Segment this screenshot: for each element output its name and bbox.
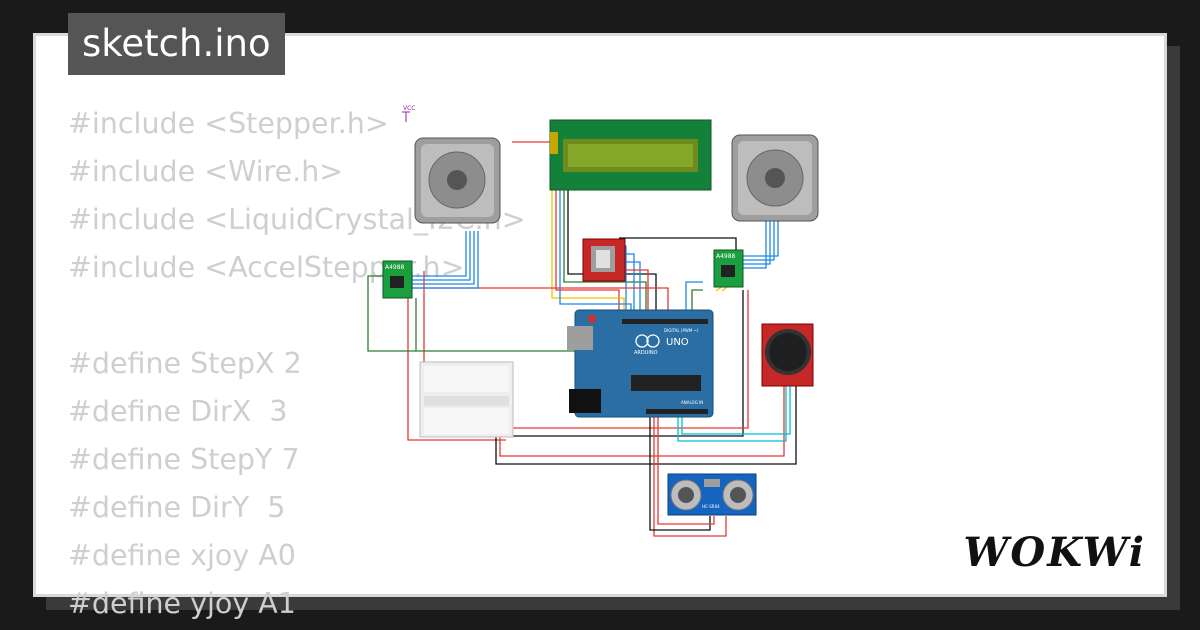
- stepper-motor-left[interactable]: [414, 137, 501, 224]
- lcd-display[interactable]: [549, 119, 712, 191]
- wokwi-logo: WOKWi: [963, 529, 1146, 576]
- circuit-diagram: VCC: [367, 105, 819, 537]
- driver-right[interactable]: A4988: [713, 249, 744, 288]
- ultrasonic-sensor[interactable]: HC-SR04: [667, 473, 757, 516]
- code-line: #define DirY 5: [68, 491, 286, 524]
- code-line: #define StepY 7: [68, 443, 300, 476]
- code-line: #define StepX 2: [68, 347, 302, 380]
- arduino-uno[interactable]: UNO ARDUINO DIGITAL (PWM ~) ANALOG IN: [567, 309, 714, 418]
- code-preview: #include <Stepper.h> #include <Wire.h> #…: [68, 100, 526, 628]
- driver-left-label: A4988: [385, 264, 405, 271]
- stepper-motor-right[interactable]: [731, 134, 819, 222]
- sd-card-module[interactable]: [582, 238, 626, 282]
- arduino-brand-label: ARDUINO: [634, 350, 658, 356]
- vcc-symbol: VCC: [402, 105, 415, 122]
- vcc-label: VCC: [403, 105, 415, 112]
- breadboard[interactable]: [419, 361, 514, 438]
- code-line: #include <Stepper.h>: [68, 107, 389, 140]
- arduino-model-label: UNO: [666, 337, 689, 348]
- driver-right-label: A4988: [716, 253, 736, 260]
- digital-pins-label: DIGITAL (PWM ~): [664, 328, 699, 333]
- file-tab[interactable]: sketch.ino: [68, 13, 285, 75]
- code-line: #define xjoy A0: [68, 539, 296, 572]
- ultrasonic-label: HC-SR04: [702, 504, 720, 509]
- preview-card: #include <Stepper.h> #include <Wire.h> #…: [33, 33, 1167, 620]
- driver-left[interactable]: A4988: [382, 260, 413, 299]
- analog-pins-label: ANALOG IN: [681, 400, 703, 405]
- code-line: #include <Wire.h>: [68, 155, 344, 188]
- joystick-module[interactable]: [761, 323, 814, 387]
- code-line: #define yjoy A1: [68, 587, 296, 620]
- code-line: #include <AccelStepper.h>: [68, 251, 465, 284]
- code-line: #define DirX 3: [68, 395, 288, 428]
